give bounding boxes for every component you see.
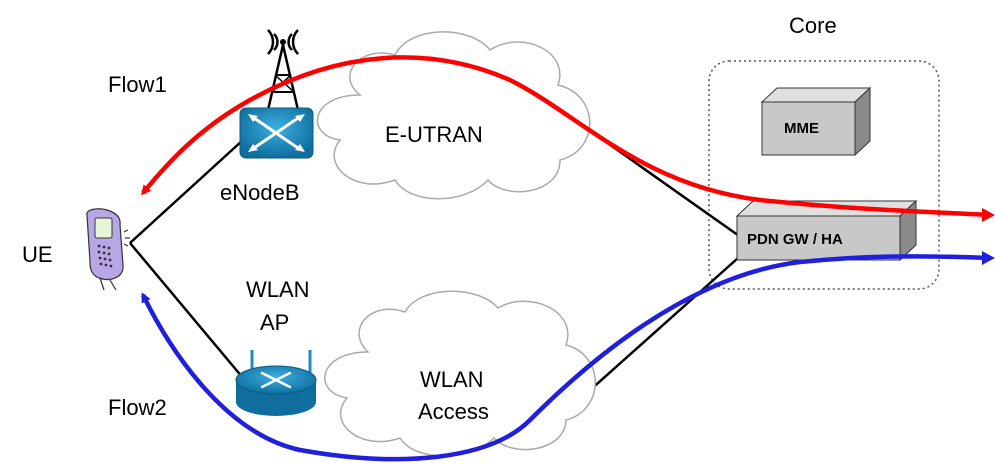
pdn-gw-label: PDN GW / HA — [747, 231, 843, 248]
pdn-gw-box — [735, 199, 918, 262]
flow1-label: Flow1 — [108, 72, 167, 97]
wlan-access-label-1: WLAN — [420, 367, 484, 392]
flow2-out-arrowhead — [982, 251, 995, 265]
mme-label: MME — [784, 120, 819, 137]
flow1-out-arrowhead — [982, 208, 995, 222]
mme-box — [760, 86, 872, 157]
enodeb-label: eNodeB — [220, 180, 300, 205]
link-ue-enodeb — [129, 139, 244, 244]
wlan-access-cloud — [324, 290, 596, 457]
wlan-access-label-2: Access — [418, 399, 489, 424]
core-label: Core — [789, 13, 837, 38]
core-boundary — [708, 60, 940, 290]
link-ue-wlan-ap — [129, 242, 244, 379]
wlan-ap-label-2: AP — [260, 310, 289, 335]
link-wlan-pdn — [587, 257, 739, 393]
ue-phone-icon — [86, 208, 130, 291]
flow2-label: Flow2 — [108, 395, 167, 420]
ue-label: UE — [22, 242, 53, 267]
enodeb-icon — [239, 29, 314, 159]
wlan-ap-label-1: WLAN — [246, 277, 310, 302]
flow1-arrow — [141, 55, 991, 218]
eutran-cloud — [316, 31, 591, 200]
wlan-ap-icon — [235, 350, 317, 416]
eutran-label: E-UTRAN — [385, 122, 483, 147]
flow2-arrow — [140, 254, 991, 462]
